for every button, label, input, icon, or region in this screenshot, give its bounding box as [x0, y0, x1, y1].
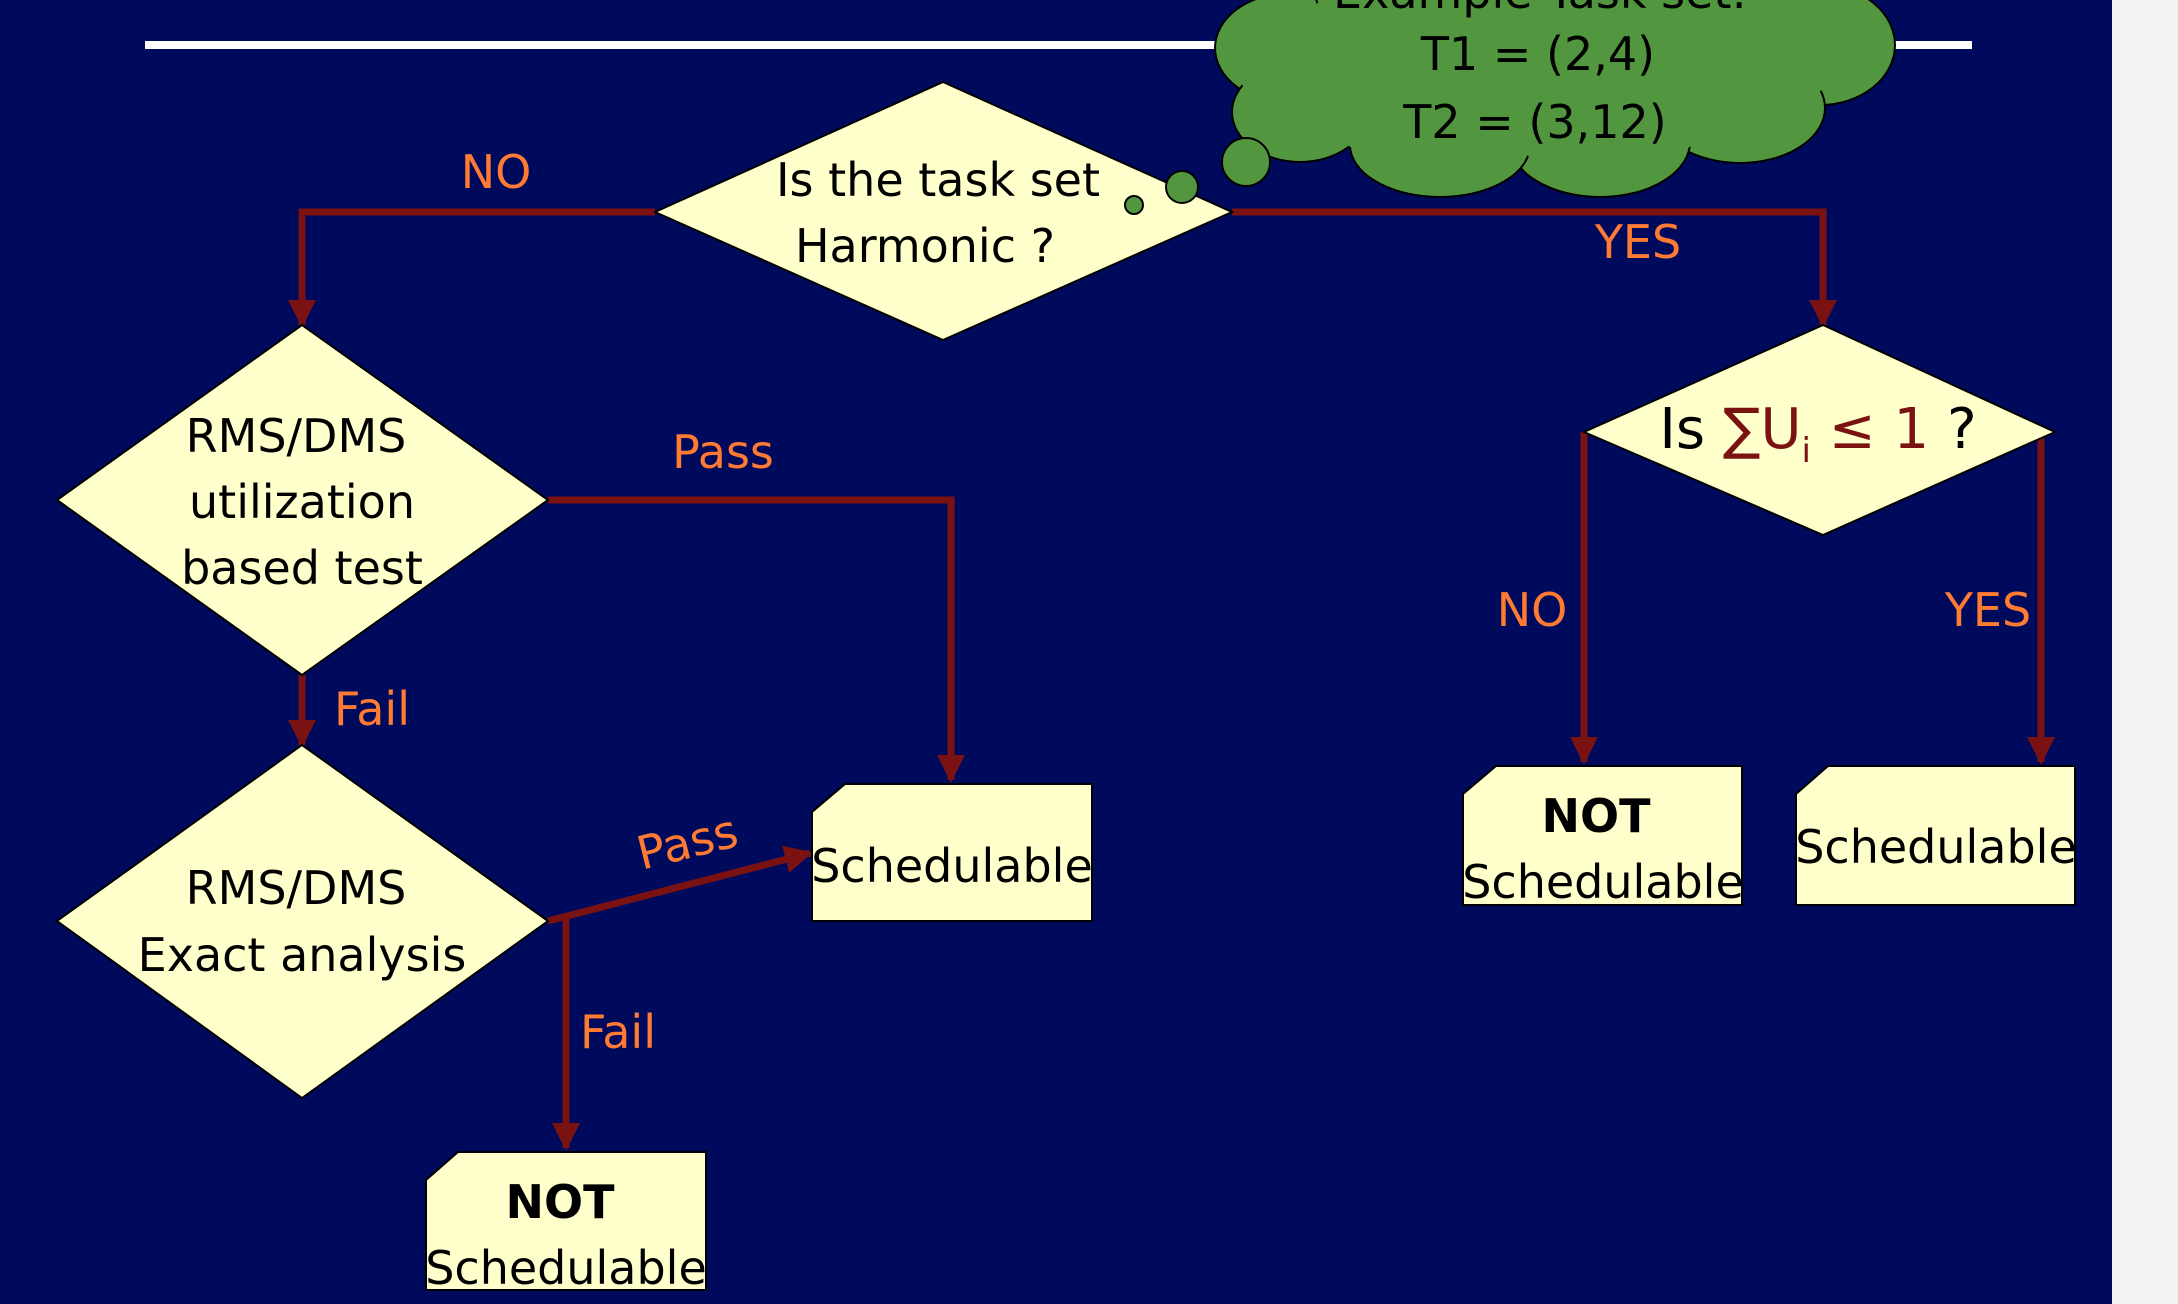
thought-bubble-small	[1124, 195, 1144, 215]
decision-utilization-test: RMS/DMS utilization based test	[55, 323, 550, 677]
exact-line2: Exact analysis	[138, 928, 467, 982]
sum-suffix: ?	[1929, 397, 1977, 462]
sum-sigma: ∑U	[1723, 397, 1802, 462]
label-harmonic-no: NO	[461, 145, 532, 199]
label-exact-pass: Pass	[631, 804, 743, 881]
util-test-line2: utilization	[189, 475, 415, 529]
terminal-not-schedulable-right: NOT Schedulable	[1462, 765, 1744, 909]
thought-bubble-medium	[1165, 170, 1199, 204]
cloud-line2: T1 = (2,4)	[1420, 27, 1655, 81]
label-util-fail: Fail	[334, 682, 410, 736]
harmonic-line1: Is the task set	[776, 153, 1100, 207]
decision-utilization-sum: Is ∑Ui ≤ 1 ?	[1581, 323, 2058, 537]
harmonic-line2: Harmonic ?	[795, 219, 1055, 273]
arrow-exact-pass	[547, 845, 813, 925]
label-sum-no: NO	[1497, 583, 1568, 637]
connectors	[288, 208, 2055, 1151]
not-sched-right-line2: Schedulable	[1462, 855, 1744, 909]
label-util-pass: Pass	[672, 425, 774, 479]
sum-test-text: Is ∑Ui ≤ 1 ?	[1659, 397, 1976, 471]
sched-right-text: Schedulable	[1795, 820, 2077, 874]
cloud-line3: T2 = (3,12)	[1402, 95, 1666, 149]
label-harmonic-yes: YES	[1594, 215, 1681, 269]
thought-cloud: Example Task set: T1 = (2,4) T2 = (3,12)	[1124, 0, 1896, 215]
terminal-schedulable-right: Schedulable	[1795, 765, 2077, 906]
sum-prefix: Is	[1659, 397, 1723, 462]
sched-left-text: Schedulable	[811, 839, 1093, 893]
label-sum-yes: YES	[1944, 583, 2031, 637]
decision-exact-analysis: RMS/DMS Exact analysis	[55, 743, 550, 1100]
not-sched-left-line2: Schedulable	[425, 1241, 707, 1295]
decision-harmonic: Is the task set Harmonic ?	[652, 80, 1235, 342]
flowchart-diagram: Is the task set Harmonic ? RMS/DMS utili…	[55, 0, 2077, 1295]
not-sched-right-line1: NOT	[1542, 789, 1652, 843]
not-sched-left-line1: NOT	[506, 1175, 616, 1229]
sum-le: ≤ 1	[1811, 397, 1929, 462]
util-test-line1: RMS/DMS	[186, 409, 407, 463]
arrow-util-pass	[548, 496, 965, 783]
page-margin	[2112, 0, 2178, 1304]
label-exact-fail: Fail	[580, 1005, 656, 1059]
cloud-line1: Example Task set:	[1333, 0, 1747, 19]
util-test-line3: based test	[181, 541, 423, 595]
terminal-schedulable-left: Schedulable	[811, 783, 1093, 922]
sum-subscript: i	[1802, 431, 1811, 471]
arrow-harmonic-yes	[1232, 208, 1837, 328]
terminal-not-schedulable-left: NOT Schedulable	[425, 1151, 707, 1295]
arrow-harmonic-no	[288, 208, 655, 328]
exact-line1: RMS/DMS	[186, 861, 407, 915]
thought-bubble-large	[1221, 137, 1271, 187]
